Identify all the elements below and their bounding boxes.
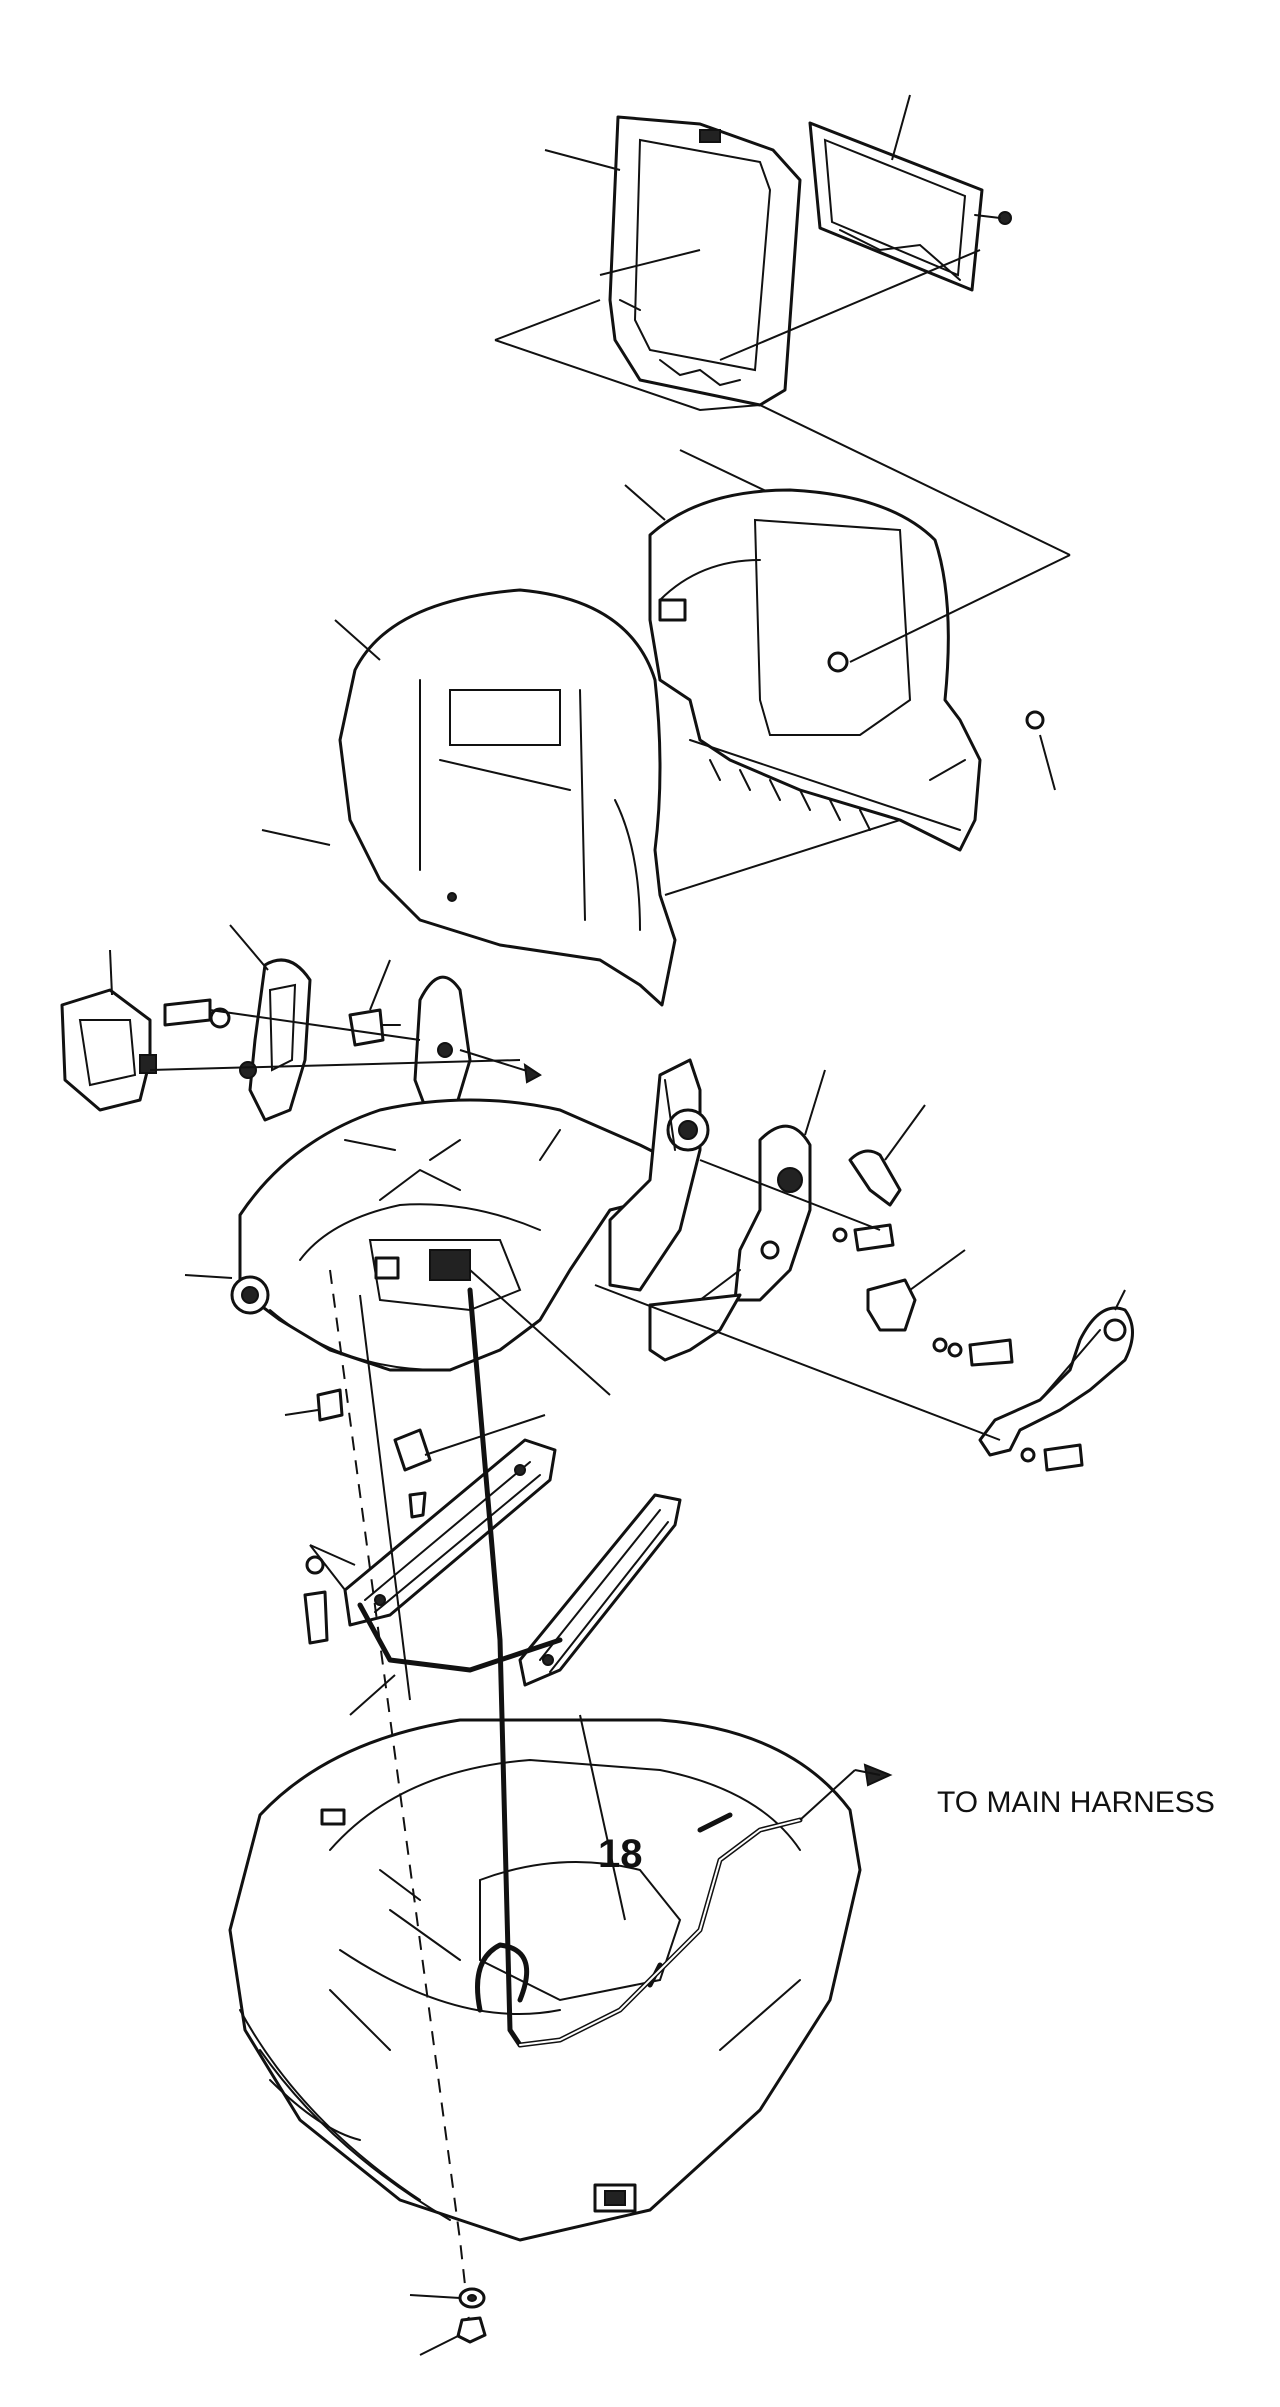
leader-line bbox=[349, 1674, 396, 1716]
leader-line bbox=[184, 1274, 233, 1279]
slide-bail-wire bbox=[357, 1602, 563, 1673]
right-hinge-plate bbox=[733, 1124, 812, 1302]
seat-cushion bbox=[238, 1098, 692, 1372]
wire-clip bbox=[393, 1428, 432, 1472]
knob-cover bbox=[866, 1278, 917, 1332]
rail-bolt bbox=[303, 1590, 329, 1645]
seat-back-cushion bbox=[338, 588, 677, 1007]
axis-line bbox=[594, 1284, 1001, 1441]
leader-line bbox=[804, 1069, 826, 1136]
leader-line bbox=[579, 1714, 626, 1921]
leader-line bbox=[1039, 734, 1056, 791]
leader-line bbox=[369, 959, 391, 1011]
leader-line bbox=[309, 1544, 346, 1591]
lower-right-fasteners bbox=[932, 1337, 1014, 1367]
left-recliner-knob bbox=[60, 988, 157, 1112]
right-washer-bolt bbox=[832, 1223, 895, 1252]
seat-pan bbox=[228, 1718, 862, 2242]
bottom-washer bbox=[458, 2287, 486, 2309]
leader-line bbox=[664, 819, 901, 896]
right-lower-bracket bbox=[648, 1269, 742, 1362]
right-recliner-arm bbox=[978, 1306, 1134, 1457]
leader-line bbox=[284, 1409, 319, 1416]
main-harness-label: TO MAIN HARNESS bbox=[937, 1786, 1215, 1819]
leader-line bbox=[849, 554, 1071, 663]
leader-line bbox=[409, 2294, 461, 2299]
slide-rail-right bbox=[518, 1493, 682, 1687]
leader-line bbox=[419, 2334, 461, 2356]
wire-harness bbox=[467, 1287, 803, 2048]
right-arm-fasteners bbox=[1020, 1443, 1084, 1472]
leader-line bbox=[799, 1769, 856, 1821]
rail-washer bbox=[305, 1555, 325, 1575]
leader-line bbox=[544, 149, 621, 171]
slide-rail-left bbox=[343, 1438, 557, 1627]
leader-line bbox=[884, 1104, 926, 1161]
axis-line bbox=[699, 1159, 881, 1231]
leader-line bbox=[854, 1769, 881, 1776]
callout-number-18: 18 bbox=[598, 1832, 643, 1876]
leader-line bbox=[1114, 1289, 1126, 1311]
release-lever bbox=[848, 1149, 902, 1207]
leader-line bbox=[424, 1414, 546, 1456]
stud-line bbox=[359, 1294, 411, 1701]
leader-line bbox=[624, 484, 666, 521]
leader-line bbox=[334, 619, 381, 661]
leader-line bbox=[891, 94, 911, 161]
left-hinge-bolt bbox=[348, 1008, 401, 1047]
back-panel-plate bbox=[808, 121, 1012, 292]
axis-line bbox=[149, 1059, 521, 1071]
seat-back-shell bbox=[648, 488, 1045, 852]
seat-right-hinge-bracket bbox=[608, 1058, 710, 1292]
seat-side-knob bbox=[230, 1275, 270, 1315]
leader-line bbox=[261, 829, 331, 846]
leader-line bbox=[909, 1249, 966, 1291]
bottom-nut bbox=[456, 2316, 487, 2344]
back-panel-frame bbox=[608, 115, 802, 407]
arrow-head bbox=[523, 1062, 542, 1084]
axis-line bbox=[209, 1009, 421, 1041]
leader-line bbox=[109, 949, 113, 996]
clip-left bbox=[316, 1388, 344, 1422]
left-bolt bbox=[163, 998, 231, 1029]
leader-line bbox=[229, 924, 269, 971]
left-hinge-plate bbox=[413, 975, 472, 1122]
leader-line bbox=[469, 1269, 611, 1396]
leader-line bbox=[309, 1544, 356, 1566]
left-hinge-bracket bbox=[239, 958, 312, 1122]
screw bbox=[408, 1491, 427, 1519]
